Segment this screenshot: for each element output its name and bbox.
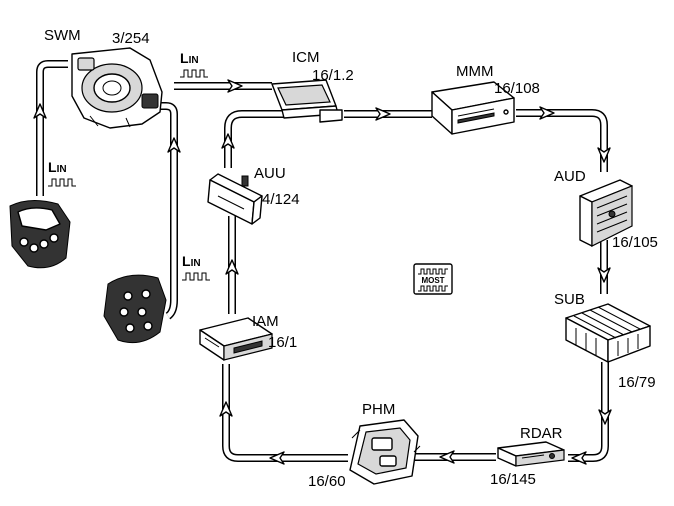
arrow-left-icon: [439, 450, 455, 464]
arrow-left-icon: [269, 451, 285, 465]
arrow-down-icon: [597, 267, 611, 283]
arrow-up-icon: [221, 133, 235, 149]
most-link-sub-rdar: [568, 362, 609, 462]
icm-module-illustration: [271, 79, 343, 123]
auu-ref: 4/124: [262, 191, 300, 208]
arrow-up-icon: [33, 103, 47, 119]
phm-ref: 16/60: [308, 473, 346, 490]
mmm-label: MMM: [456, 63, 494, 80]
right-steering-switch-illustration: [103, 274, 167, 344]
iam-module-illustration: [199, 317, 273, 361]
svg-text:LIN: LIN: [180, 50, 199, 66]
arrow-up-icon: [225, 259, 239, 275]
aud-module-illustration: [579, 179, 633, 247]
arrow-down-icon: [597, 147, 611, 163]
mmm-module-illustration: [431, 81, 515, 135]
phm-label: PHM: [362, 401, 395, 418]
iam-label: IAM: [252, 313, 279, 330]
icm-ref: 16/1.2: [312, 67, 354, 84]
sub-module-illustration: [565, 303, 651, 363]
lin-symbol-right: LIN: [182, 253, 210, 281]
iam-ref: 16/1: [268, 334, 297, 351]
rdar-ref: 16/145: [490, 471, 536, 488]
icm-label: ICM: [292, 49, 320, 66]
auu-module-illustration: [207, 173, 263, 225]
arrow-down-icon: [598, 409, 612, 425]
sub-ref: 16/79: [618, 374, 656, 391]
lin-symbol-top: LIN: [180, 50, 208, 78]
square-wave-icon: [418, 268, 448, 275]
arrow-up-icon: [219, 401, 233, 417]
mmm-ref: 16/108: [494, 80, 540, 97]
auu-label: AUU: [254, 165, 286, 182]
rdar-label: RDAR: [520, 425, 563, 442]
swm-module-illustration: [71, 47, 163, 129]
square-wave-icon: [180, 69, 208, 78]
arrow-right-icon: [227, 79, 243, 93]
phm-module-illustration: [349, 419, 421, 485]
swm-ref: 3/254: [112, 30, 150, 47]
rdar-module-illustration: [497, 441, 565, 467]
swm-label: SWM: [44, 27, 81, 44]
arrow-right-icon: [539, 106, 555, 120]
lin-link-right-switch-swm: [152, 102, 178, 320]
svg-text:LIN: LIN: [48, 159, 67, 175]
left-steering-switch-illustration: [9, 200, 71, 269]
lin-symbol-left: LIN: [48, 159, 76, 187]
arrow-up-icon: [167, 137, 181, 153]
most-link-phm-iam: [222, 364, 348, 462]
most-link-mmm-aud: [516, 109, 608, 172]
arrow-left-icon: [571, 451, 587, 465]
square-wave-icon: [48, 178, 76, 187]
svg-text:LIN: LIN: [182, 253, 201, 269]
aud-ref: 16/105: [612, 234, 658, 251]
most-link-auu-icm: [224, 110, 290, 168]
most-bus-symbol: MOST: [413, 263, 453, 295]
square-wave-icon: [418, 285, 448, 292]
module-labels: SWM 3/254 ICM 16/1.2 MMM 16/108 AUD 16/1…: [44, 27, 658, 490]
square-wave-icon: [182, 272, 210, 281]
direction-arrows: [33, 79, 612, 465]
aud-label: AUD: [554, 168, 586, 185]
sub-label: SUB: [554, 291, 585, 308]
lin-links: [36, 60, 272, 320]
arrow-right-icon: [375, 107, 391, 121]
lin-link-left-switch-swm: [36, 60, 68, 196]
svg-text:MOST: MOST: [421, 276, 444, 285]
